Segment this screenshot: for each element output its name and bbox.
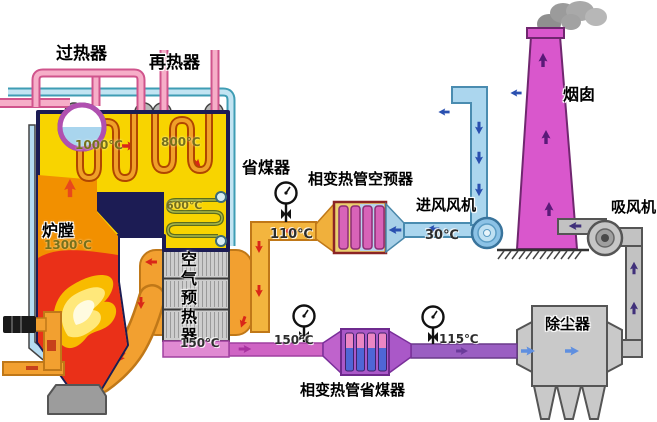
- flue-before-pc-economizer-temp: 150℃: [274, 333, 314, 347]
- chimney-label: 烟囱: [563, 85, 596, 104]
- phase-change-economizer-label: 相变热管省煤器: [300, 381, 406, 399]
- chimney-stack: [515, 27, 579, 250]
- heated-air-temp: 110℃: [270, 227, 313, 242]
- reheater-label: 再热器: [149, 53, 200, 73]
- furnace-label: 炉膛: [42, 221, 75, 240]
- feedwater-pipe: [8, 87, 236, 246]
- flue-after-pc-economizer-temp: 115℃: [439, 332, 479, 346]
- ambient-air-temp: 30℃: [425, 228, 459, 243]
- superheater-zone-temp: 1000℃: [75, 138, 123, 152]
- suction-fan-label: 吸风机: [611, 198, 657, 216]
- heat-pipe-tubes-preheater: [338, 205, 385, 250]
- burner-nozzle: [3, 316, 36, 333]
- flame-core: [73, 300, 95, 325]
- ground-line: [497, 248, 589, 260]
- intake-fan: [470, 216, 504, 250]
- superheater-label: 过热器: [56, 44, 107, 64]
- ash-hopper: [47, 384, 107, 415]
- phase-change-air-preheater-label: 相变热管空预器: [308, 170, 414, 188]
- reheater-coil: [151, 114, 213, 175]
- pressure-gauge-110: [274, 181, 298, 222]
- economizer-coil: [165, 191, 227, 247]
- steam-pipes: [0, 50, 220, 110]
- phase-change-air-preheater-unit: [315, 200, 405, 255]
- pressure-gauge-115: [421, 305, 445, 344]
- pressure-gauge-150: [292, 304, 316, 342]
- reheater-zone-temp: 800℃: [161, 135, 201, 149]
- backpass-economizer-temp: 600℃: [166, 199, 203, 212]
- economizer-label: 省煤器: [242, 158, 291, 177]
- cold-air-duct: [403, 86, 522, 238]
- steam-drum: [57, 102, 107, 152]
- burner: [2, 311, 65, 376]
- flue-duct-low: [228, 342, 518, 359]
- heat-pipe-tubes-economizer: [345, 332, 387, 372]
- superheater-coil: [76, 114, 138, 183]
- intake-fan-label: 进风风机: [416, 196, 477, 214]
- dust-collector: [516, 305, 623, 420]
- furnace-nose: [97, 192, 164, 236]
- air-preheater-outlet-temp: 150℃: [180, 336, 220, 350]
- phase-change-economizer-unit: [322, 328, 412, 376]
- furnace-temp: 1300℃: [44, 238, 92, 252]
- air-preheater-label: 空气预热器: [178, 251, 197, 346]
- air-preheater-outlet-plenum: [162, 340, 230, 358]
- dust-collector-label: 除尘器: [545, 315, 591, 333]
